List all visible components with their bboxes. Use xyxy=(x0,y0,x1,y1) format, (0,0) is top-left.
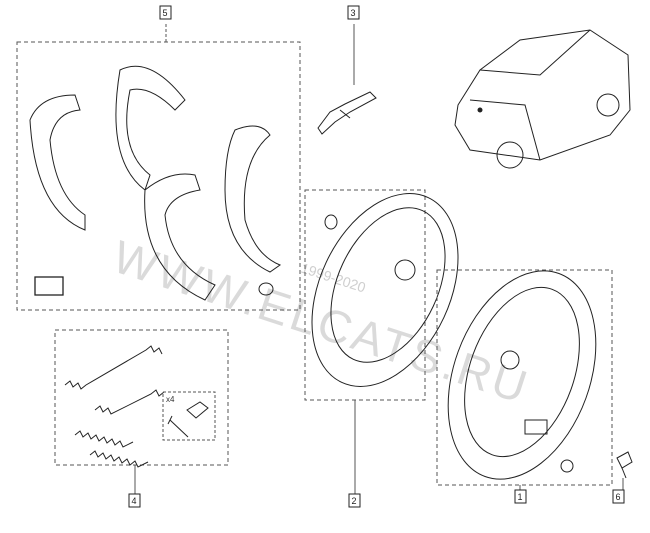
group-1-box xyxy=(436,269,613,486)
backing-plate-right xyxy=(447,270,597,480)
spring-kit xyxy=(64,345,165,468)
backing-plate-left xyxy=(311,193,459,387)
wear-indicator-sticker xyxy=(34,276,64,296)
callout-4[interactable]: 4 xyxy=(128,493,141,508)
callout-6[interactable]: 6 xyxy=(612,489,625,504)
hold-down-pin-and-clip xyxy=(167,401,209,438)
group-5-box xyxy=(16,41,301,311)
bushing xyxy=(258,282,274,296)
svg-text:2: 2 xyxy=(352,496,357,506)
svg-text:3: 3 xyxy=(351,8,356,18)
svg-text:6: 6 xyxy=(616,492,621,502)
brake-shoe xyxy=(115,65,186,191)
brake-shoe-group xyxy=(16,24,301,311)
vehicle-illustration xyxy=(454,29,631,169)
callout-1[interactable]: 1 xyxy=(514,489,527,504)
callout-3[interactable]: 3 xyxy=(347,5,360,20)
svg-text:1: 1 xyxy=(518,492,523,502)
group-4-sub-box xyxy=(162,391,216,441)
quantity-note: x4 xyxy=(166,395,175,404)
group-4-box xyxy=(54,329,229,466)
callout-2[interactable]: 2 xyxy=(348,493,361,508)
bolt xyxy=(616,451,633,479)
brake-shoe xyxy=(29,94,86,231)
svg-text:5: 5 xyxy=(163,8,168,18)
callout-5[interactable]: 5 xyxy=(159,5,172,20)
brake-shoe xyxy=(224,125,282,273)
group-2-box xyxy=(304,189,426,401)
brake-shoe xyxy=(144,173,216,301)
adjuster xyxy=(317,91,377,135)
svg-text:4: 4 xyxy=(132,496,137,506)
